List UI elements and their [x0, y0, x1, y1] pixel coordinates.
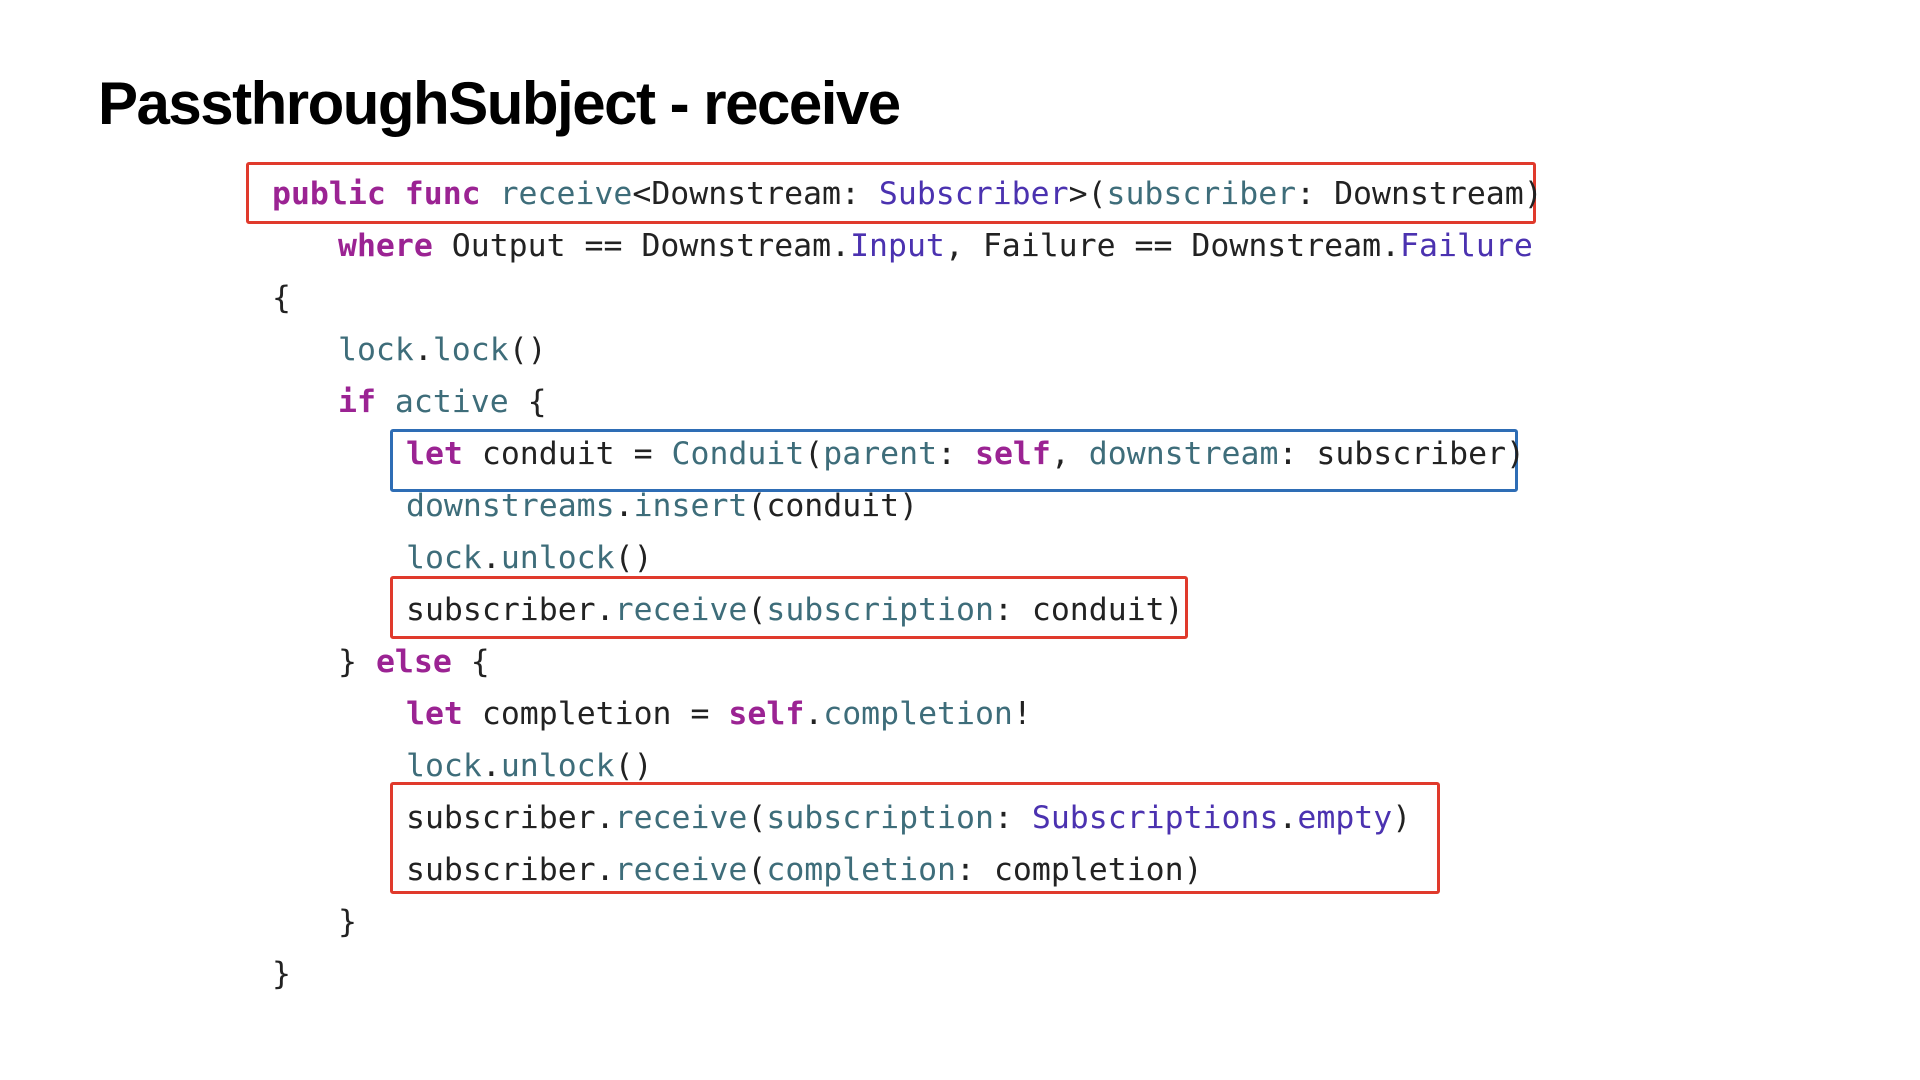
function-name: receive	[614, 800, 748, 836]
keyword: let	[406, 696, 463, 732]
code-line-5: if active {	[338, 376, 547, 428]
code-text: , Failure == Downstream.	[944, 228, 1401, 264]
code-text: )	[1392, 800, 1412, 836]
type-name: Subscriptions	[1031, 800, 1279, 836]
type-name: empty	[1297, 800, 1393, 836]
code-text: .	[413, 332, 433, 368]
code-line-16: }	[272, 948, 291, 1000]
keyword: if	[338, 384, 376, 420]
identifier: completion	[823, 696, 1013, 732]
code-text: }	[338, 644, 376, 680]
identifier: downstreams	[406, 488, 615, 524]
code-line-12: lock.unlock()	[406, 740, 653, 792]
code-text: (conduit)	[747, 488, 919, 524]
code-text: .	[1278, 800, 1298, 836]
identifier: lock	[406, 540, 482, 576]
code-line-8: lock.unlock()	[406, 532, 653, 584]
code-text: <Downstream:	[632, 176, 879, 212]
code-text: : subscriber)	[1278, 436, 1525, 472]
code-text: (	[747, 852, 767, 888]
code-text: : completion)	[956, 852, 1203, 888]
parameter-label: subscription	[766, 592, 994, 628]
code-text: completion =	[462, 696, 729, 732]
keyword: else	[375, 644, 452, 680]
code-text: (	[747, 592, 767, 628]
function-name: receive	[614, 852, 748, 888]
type-name: Subscriber	[878, 176, 1069, 212]
code-text: (	[747, 800, 767, 836]
function-name: lock	[432, 332, 509, 368]
code-text: }	[272, 956, 291, 992]
code-text: : Downstream)	[1296, 176, 1543, 212]
parameter-label: subscriber	[1106, 176, 1297, 212]
code-text: Output == Downstream.	[432, 228, 851, 264]
code-line-4: lock.lock()	[338, 324, 547, 376]
keyword: where	[338, 228, 433, 264]
identifier: active	[394, 384, 509, 420]
type-name: Input	[850, 228, 945, 264]
code-text: conduit =	[462, 436, 672, 472]
code-line-13: subscriber.receive(subscription: Subscri…	[406, 792, 1411, 844]
code-text: {	[451, 644, 490, 680]
code-text: .	[804, 696, 824, 732]
highlight-box-empty-completion	[390, 782, 1440, 894]
code-text: :	[937, 436, 975, 472]
highlight-box-conduit	[390, 429, 1518, 492]
parameter-label: subscription	[766, 800, 994, 836]
code-text: .	[481, 540, 501, 576]
code-line-10: } else {	[338, 636, 490, 688]
code-text: {	[508, 384, 547, 420]
function-name: receive	[614, 592, 748, 628]
code-line-2: where Output == Downstream.Input, Failur…	[338, 220, 1533, 272]
code-text: ()	[508, 332, 547, 368]
code-line-14: subscriber.receive(completion: completio…	[406, 844, 1203, 896]
identifier: lock	[338, 332, 414, 368]
parameter-label: parent	[823, 436, 938, 472]
type-name: Failure	[1400, 228, 1533, 264]
code-text: :	[993, 800, 1032, 836]
code-text: subscriber.	[406, 592, 615, 628]
keyword: public	[272, 176, 386, 212]
code-text: >(	[1068, 176, 1107, 212]
code-text: ()	[614, 540, 653, 576]
slide-title: PassthroughSubject - receive	[98, 70, 901, 137]
code-text: (	[804, 436, 824, 472]
function-name: receive	[499, 176, 633, 212]
identifier: lock	[406, 748, 482, 784]
highlight-box-receive-subscription	[390, 576, 1188, 639]
code-text: }	[338, 904, 357, 940]
keyword: self	[975, 436, 1051, 472]
code-text: subscriber.	[406, 800, 615, 836]
code-text: ()	[614, 748, 653, 784]
keyword: self	[728, 696, 805, 732]
code-text: .	[614, 488, 634, 524]
code-line-1: public func receive<Downstream: Subscrib…	[272, 168, 1543, 220]
highlight-box-signature	[246, 162, 1536, 224]
code-text: : conduit)	[993, 592, 1184, 628]
code-text: subscriber.	[406, 852, 615, 888]
function-name: Conduit	[671, 436, 805, 472]
function-name: insert	[633, 488, 748, 524]
code-text: {	[272, 280, 291, 316]
parameter-label: completion	[766, 852, 957, 888]
code-text: !	[1012, 696, 1032, 732]
code-text: ,	[1050, 436, 1089, 472]
parameter-label: downstream	[1088, 436, 1279, 472]
code-line-15: }	[338, 896, 357, 948]
code-line-9: subscriber.receive(subscription: conduit…	[406, 584, 1184, 636]
code-line-11: let completion = self.completion!	[406, 688, 1032, 740]
code-text: .	[481, 748, 501, 784]
code-line-7: downstreams.insert(conduit)	[406, 480, 918, 532]
function-name: unlock	[500, 748, 615, 784]
code-line-6: let conduit = Conduit(parent: self, down…	[406, 428, 1525, 480]
keyword: let	[406, 436, 463, 472]
function-name: unlock	[500, 540, 615, 576]
code-line-3: {	[272, 272, 291, 324]
keyword: func	[404, 176, 481, 212]
